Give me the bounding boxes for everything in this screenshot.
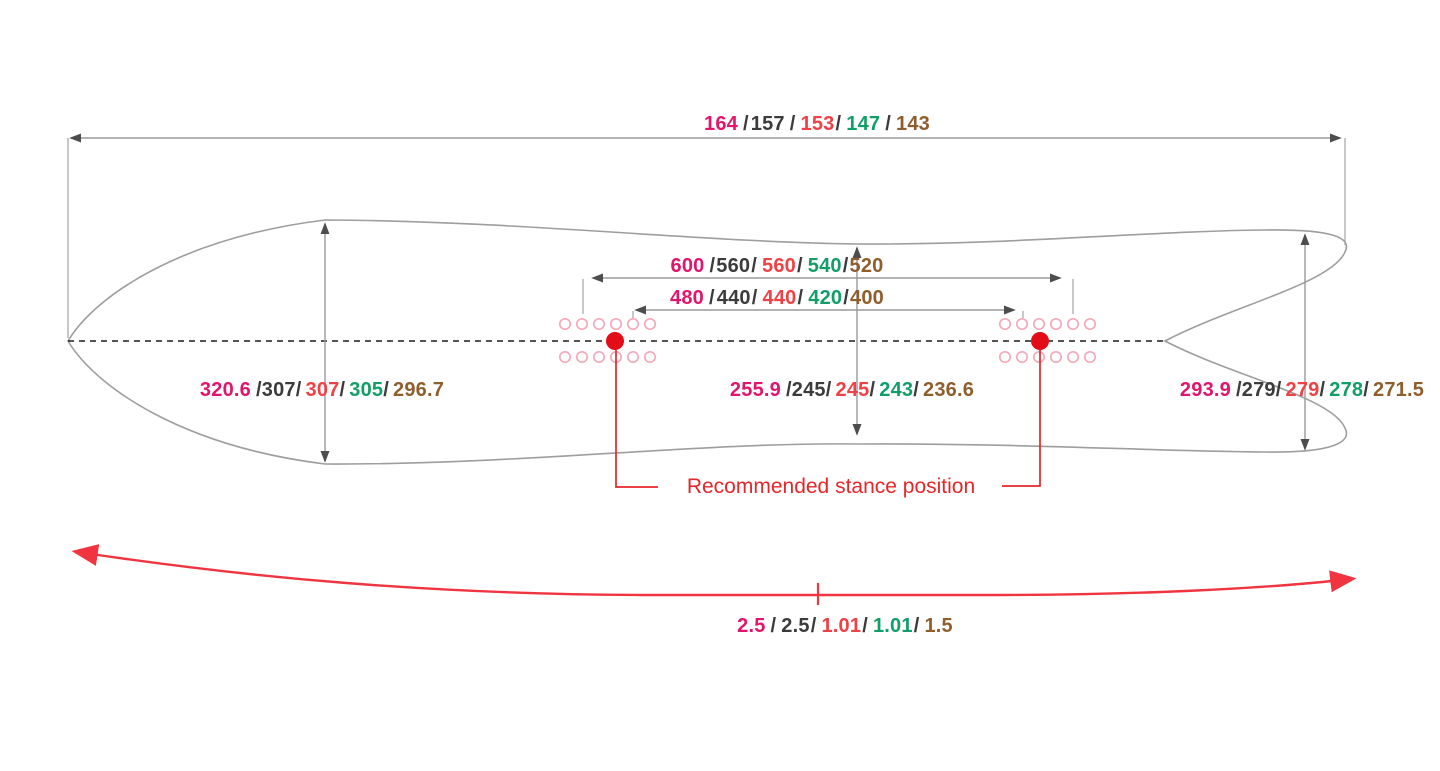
insert-hole: [643, 317, 657, 331]
insert-hole: [626, 350, 640, 364]
insert-span-outer-label: 600/560/560/540/520: [671, 255, 884, 277]
stance-pointer-right: [1002, 350, 1041, 487]
board-outline: [67, 219, 1348, 465]
insert-hole: [558, 317, 572, 331]
tail-width-label: 293.9/279/279/278/271.5: [1180, 379, 1424, 401]
insert-hole: [1066, 350, 1080, 364]
insert-hole: [1066, 317, 1080, 331]
insert-holes-left: [558, 317, 657, 364]
insert-hole: [626, 317, 640, 331]
insert-hole: [592, 317, 606, 331]
insert-hole: [1049, 350, 1063, 364]
recommended-stance-label: Recommended stance position: [687, 475, 975, 498]
insert-span-inner-label: 480/440/440/420/400: [670, 287, 884, 309]
stance-dot-left: [606, 332, 624, 350]
insert-hole: [643, 350, 657, 364]
insert-hole: [575, 350, 589, 364]
total-length-label: 164/157/153/147/143: [704, 113, 930, 135]
insert-hole: [1032, 317, 1046, 331]
insert-hole: [575, 317, 589, 331]
camber-profile-curve: [71, 544, 1357, 597]
insert-hole: [1015, 350, 1029, 364]
insert-hole: [998, 317, 1012, 331]
stance-pointer-left: [615, 350, 658, 488]
waist-width-label: 255.9/245/245/243/236.6: [730, 379, 974, 401]
insert-hole: [1015, 317, 1029, 331]
insert-hole: [998, 350, 1012, 364]
insert-holes-right: [998, 317, 1097, 364]
nose-width-label: 320.6/307/307/305/296.7: [200, 379, 444, 401]
insert-hole: [1083, 317, 1097, 331]
insert-hole: [1083, 350, 1097, 364]
camber-label: 2.5/2.5/1.01/1.01/1.5: [737, 615, 953, 637]
stance-dot-right: [1031, 332, 1049, 350]
insert-hole: [609, 317, 623, 331]
insert-hole: [1032, 350, 1046, 364]
insert-hole: [1049, 317, 1063, 331]
insert-hole: [592, 350, 606, 364]
insert-hole: [558, 350, 572, 364]
